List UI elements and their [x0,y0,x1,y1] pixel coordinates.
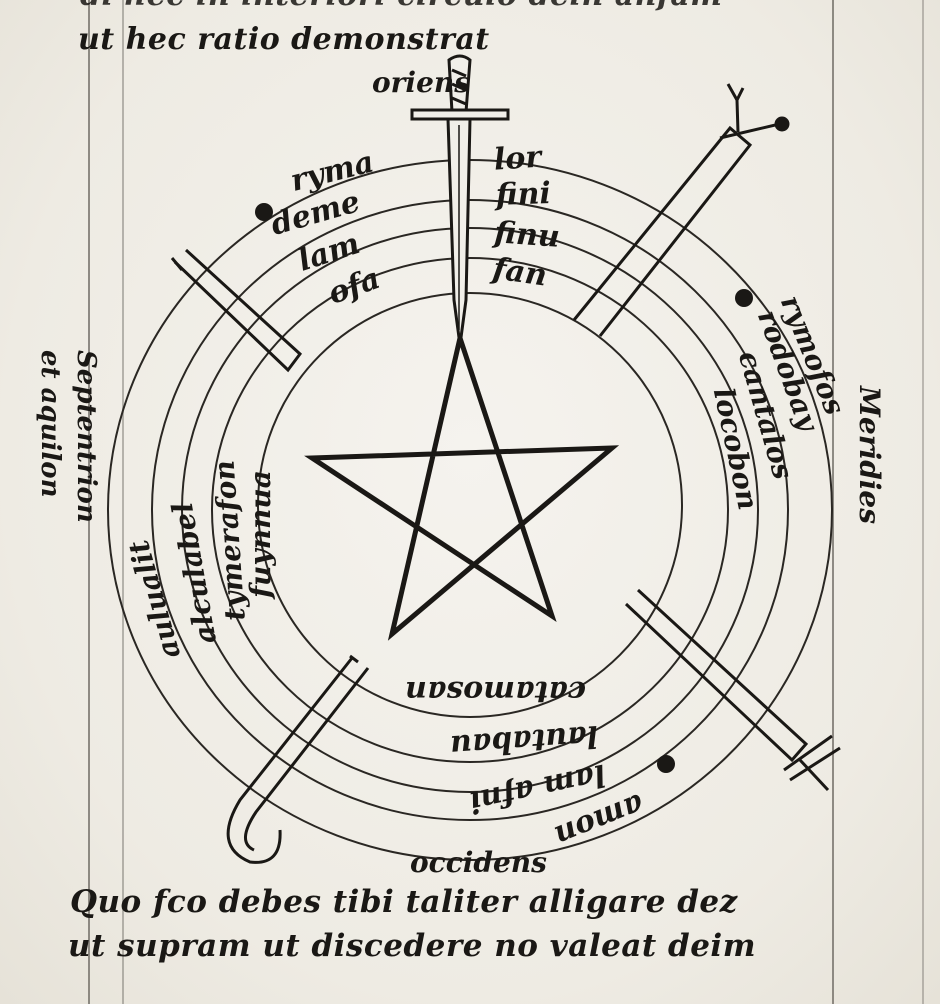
ink-blot [735,289,753,307]
footer-line-1: Quo fco debes tibi taliter alligare dez [70,884,738,920]
margin-rule-right-outer [922,0,924,1004]
pentagram-icon [304,328,620,641]
ring-word: fini [493,176,551,213]
ring-word: fan [489,251,549,293]
footer-line-2: ut supram ut discedere no valeat deim [68,928,757,964]
margin-rule-left [88,0,90,1004]
ring-4 [211,257,729,763]
blade-bottom-right [624,588,841,792]
ring-word: lautabau [449,718,599,763]
inner-ring [257,292,683,718]
ink-blot [657,755,675,773]
header-line-2: ut hec ratio demonstrat [78,22,490,57]
ring-3 [181,227,759,793]
ring-word: finu [491,215,561,255]
direction-left-1: Septentrion [71,350,101,523]
blade-top-left [170,248,303,373]
cross-staff-icon [572,83,790,337]
ring-word: fuynnua [244,470,277,600]
direction-right: Meridies [853,385,886,524]
direction-top: oriens [372,66,470,99]
sword-icon [410,54,510,346]
ring-2 [151,199,789,821]
direction-left-2: et aquilon [35,350,65,498]
header-line-1: di hec in interiori circulo dein anfam [80,0,723,13]
margin-rule-left-inner [122,0,124,1004]
ink-blot [255,203,273,221]
hook-icon [226,654,370,864]
ring-word: catamosan [405,674,586,709]
direction-bottom: occidens [410,846,547,879]
ring-word: lor [493,139,545,177]
